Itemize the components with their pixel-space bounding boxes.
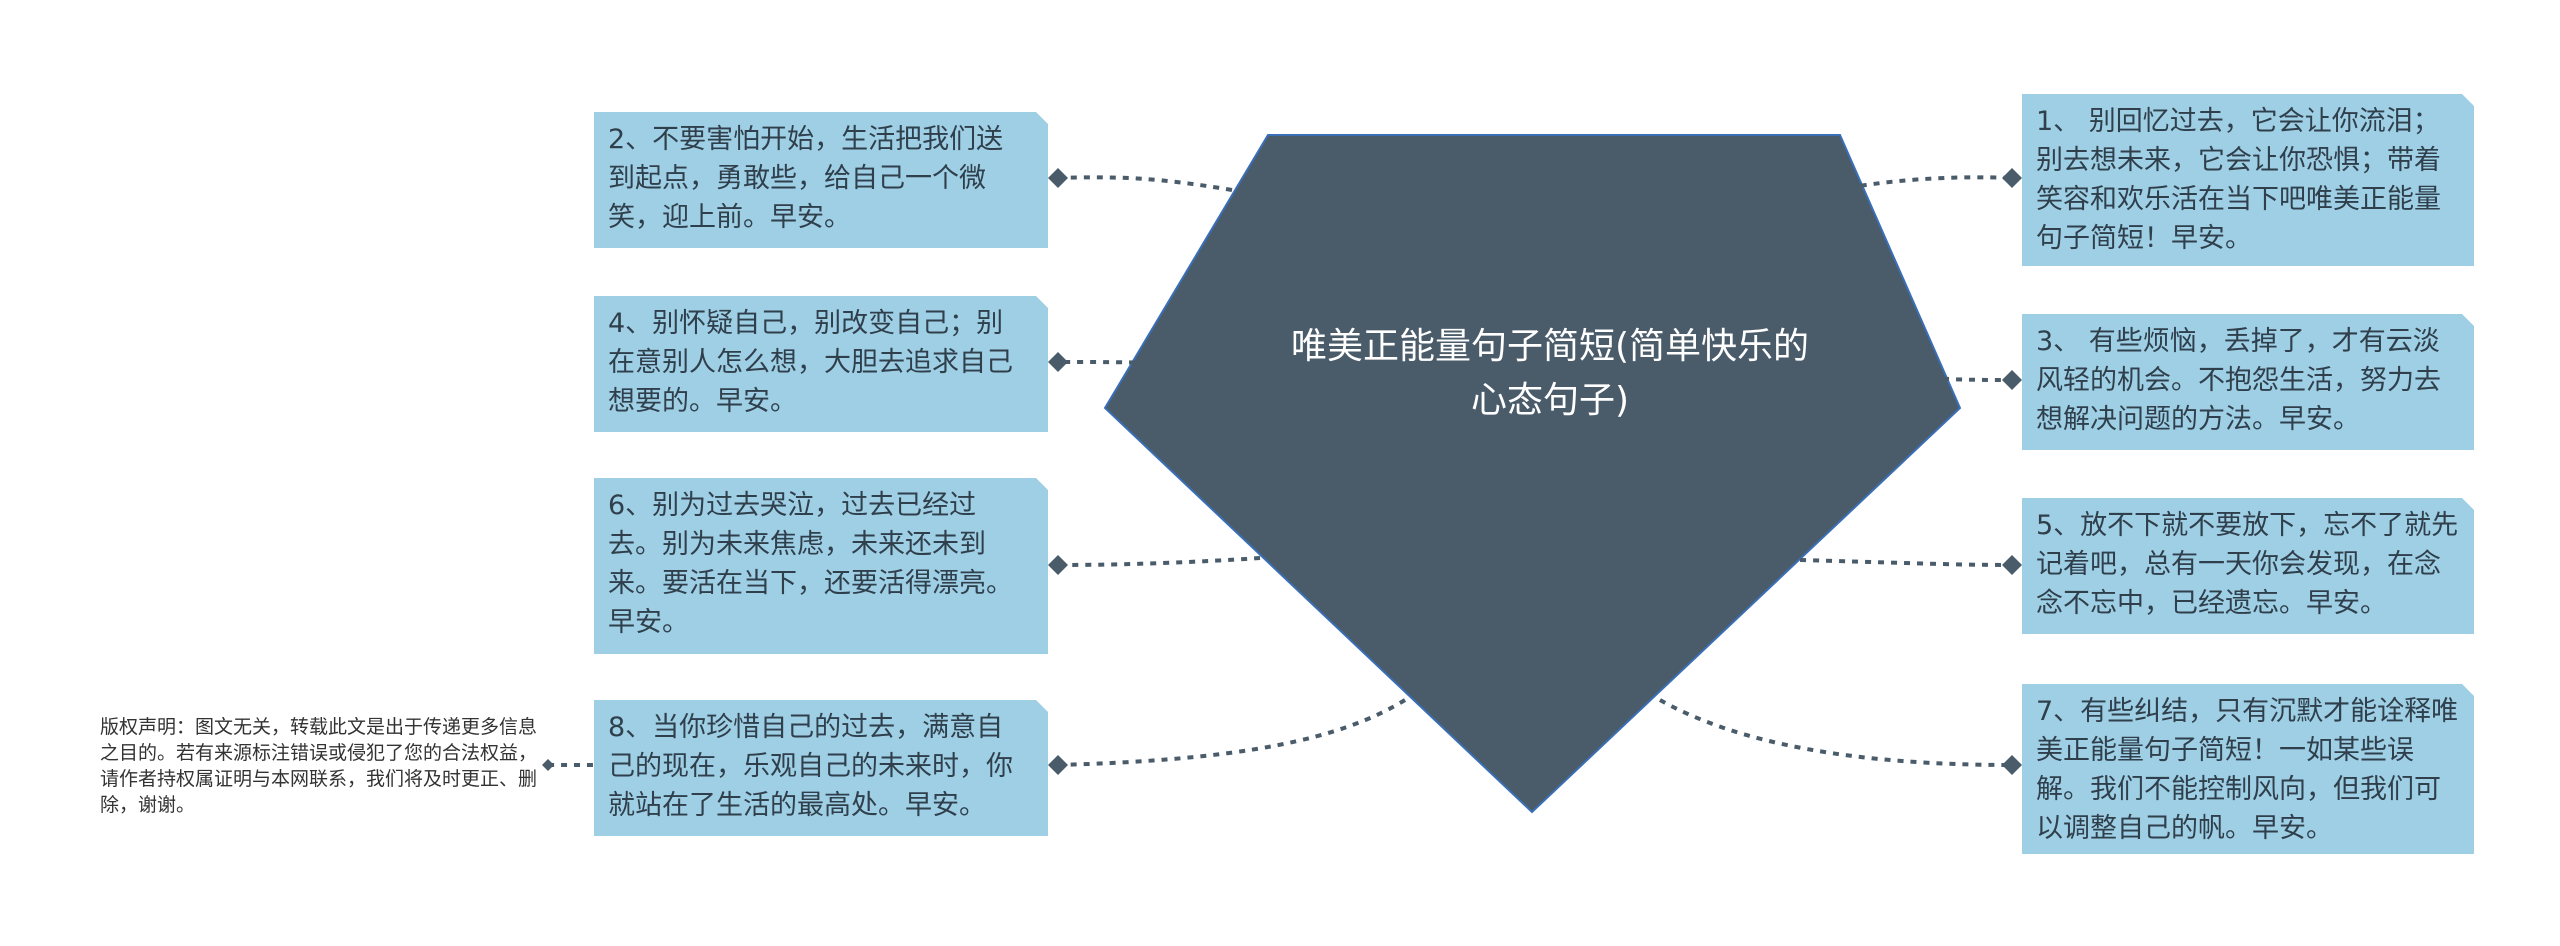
diamond-marker-n4 [1048,352,1068,372]
diamond-marker-n7 [2002,755,2022,775]
center-node-title[interactable]: 唯美正能量句子简短(简单快乐的心态句子) [1290,326,1810,421]
node-5[interactable]: 5、放不下就不要放下，忘不了就先记着吧，总有一天你会发现，在念念不忘中，已经遗忘… [2022,498,2474,634]
connector-n6 [1057,556,1261,567]
diamond-marker-n2 [1048,168,1068,188]
diamond-marker-n1 [2002,168,2022,188]
connector-n3 [1929,376,2013,382]
connector-n2 [1057,175,1233,192]
connector-n1 [1834,175,2013,192]
copyright-note: 版权声明：图文无关，转载此文是出于传递更多信息之目的。若有来源标注错误或侵犯了您… [100,716,538,816]
connector-n5 [1799,558,2013,567]
node-4[interactable]: 4、别怀疑自己，别改变自己；别在意别人怎么想，大胆去追求自己想要的。早安。 [594,296,1048,432]
diamond-marker-n8 [1048,755,1068,775]
connector-n7 [1659,698,2013,767]
diamond-marker-n3 [2002,370,2022,390]
node-6[interactable]: 6、别为过去哭泣，过去已经过去。别为未来焦虑，未来还未到来。要活在当下，还要活得… [594,478,1048,654]
connector-n8 [1057,698,1407,767]
node-7[interactable]: 7、有些纠结，只有沉默才能诠释唯美正能量句子简短！一如某些误解。我们不能控制风向… [2022,684,2474,854]
node-2[interactable]: 2、不要害怕开始，生活把我们送到起点，勇敢些，给自己一个微笑，迎上前。早安。 [594,112,1048,248]
diamond-marker-copyright [542,759,554,771]
connector-n4 [1057,360,1201,367]
diamond-marker-n5 [2002,555,2022,575]
node-3[interactable]: 3、 有些烦恼，丢掉了，才有云淡风轻的机会。不抱怨生活，努力去想解决问题的方法。… [2022,314,2474,450]
node-1[interactable]: 1、 别回忆过去，它会让你流泪；别去想未来，它会让你恐惧；带着笑容和欢乐活在当下… [2022,94,2474,266]
node-8[interactable]: 8、当你珍惜自己的过去，满意自己的现在，乐观自己的未来时，你就站在了生活的最高处… [594,700,1048,836]
diamond-marker-n6 [1048,555,1068,575]
center-node-shape[interactable] [1103,134,1962,814]
